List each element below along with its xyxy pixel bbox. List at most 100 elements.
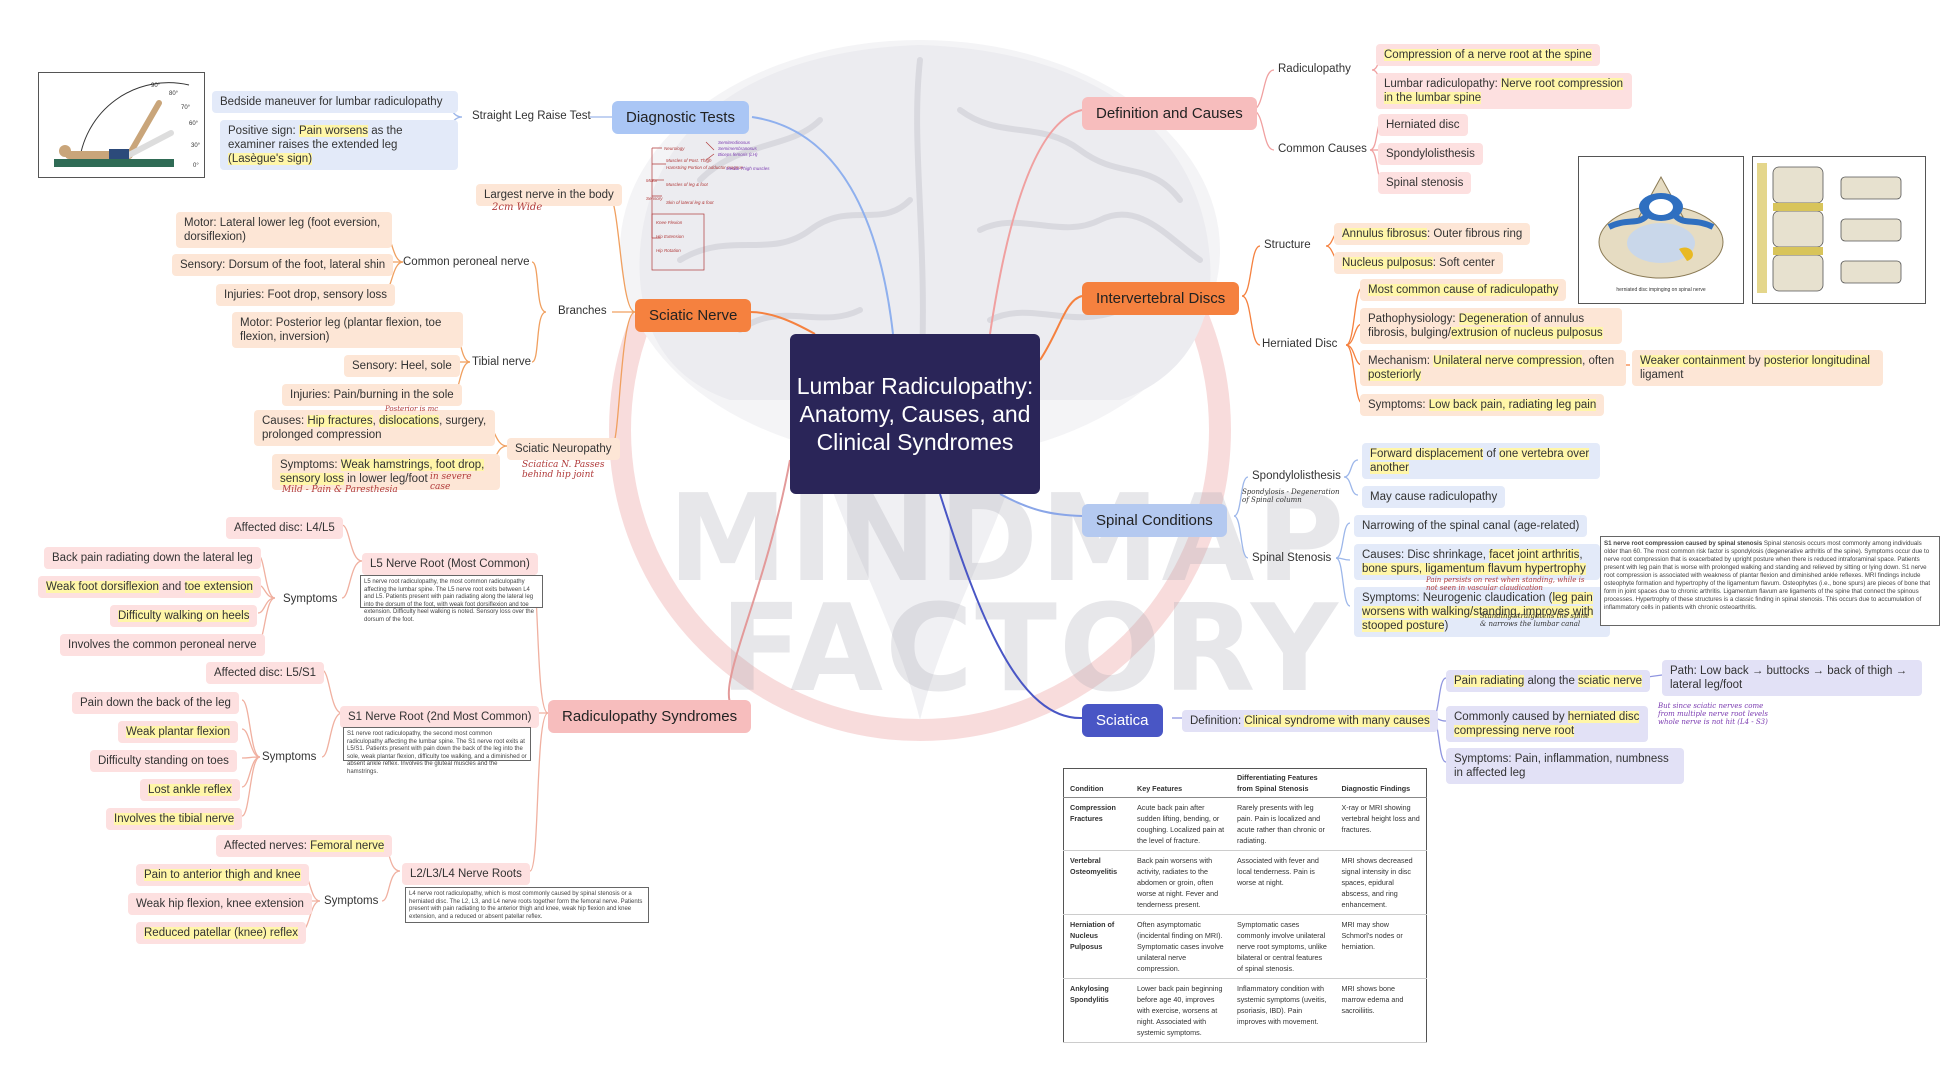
sciatica-point-3[interactable]: Symptoms: Pain, inflammation, numbness i…	[1446, 748, 1684, 784]
sciatica-point-2[interactable]: Commonly caused by herniated disc compre…	[1446, 706, 1648, 742]
table-row: Herniation of Nucleus Pulposus Often asy…	[1063, 914, 1427, 979]
angle-label-60: 60°	[189, 121, 199, 127]
herniated-point-4[interactable]: Symptoms: Low back pain, radiating leg p…	[1360, 394, 1605, 416]
spinal-stenosis-node[interactable]: Spinal Stenosis	[1252, 552, 1332, 564]
bedside-maneuver-node[interactable]: Bedside maneuver for lumbar radiculopath…	[212, 91, 458, 113]
l5-symptom-1[interactable]: Back pain radiating down the lateral leg	[44, 547, 261, 569]
positive-sign-node[interactable]: Positive sign: Pain worsens as the exami…	[220, 120, 458, 170]
s1-symptom-4[interactable]: Lost ankle reflex	[140, 779, 240, 801]
sketch-semimembranosus: Semimembranosus	[718, 146, 758, 151]
cause-herniated-disc[interactable]: Herniated disc	[1378, 114, 1468, 136]
branches-node[interactable]: Branches	[558, 305, 607, 317]
causes-note: Posterior is mc	[385, 405, 439, 413]
common-causes-node[interactable]: Common Causes	[1278, 143, 1367, 155]
neuropathy-symptoms-node[interactable]: Symptoms: Weak hamstrings, foot drop, se…	[272, 454, 500, 490]
herniated-point-2[interactable]: Pathophysiology: Degeneration of annulus…	[1360, 308, 1622, 344]
s1-disc-node[interactable]: Affected disc: L5/S1	[206, 662, 325, 684]
sciatic-nerve-node[interactable]: Sciatic Nerve	[635, 299, 752, 332]
s1-symptom-3[interactable]: Difficulty standing on toes	[90, 750, 237, 772]
nucleus-node[interactable]: Nucleus pulposus: Soft center	[1334, 252, 1503, 274]
cp-motor-node[interactable]: Motor: Lateral lower leg (foot eversion,…	[176, 212, 392, 248]
spondylolisthesis-node[interactable]: Spondylolisthesis	[1252, 470, 1341, 482]
structure-node[interactable]: Structure	[1264, 239, 1311, 251]
central-topic[interactable]: Lumbar Radiculopathy: Anatomy, Causes, a…	[790, 334, 1040, 494]
table-cell: Acute back pain after sudden lifting, be…	[1131, 797, 1231, 851]
largest-nerve-node[interactable]: Largest nerve in the body	[476, 184, 622, 206]
tib-sensory-node[interactable]: Sensory: Heel, sole	[344, 355, 460, 377]
table-header-condition: Condition	[1063, 768, 1131, 798]
radiculopathy-def-2[interactable]: Lumbar radiculopathy: Nerve root compres…	[1376, 73, 1632, 109]
differential-table: Condition Key Features Differentiating F…	[1063, 768, 1427, 1043]
radiculopathy-def-1[interactable]: Compression of a nerve root at the spine	[1376, 44, 1600, 66]
table-cell: Lower back pain beginning before age 40,…	[1131, 978, 1231, 1043]
table-cell: Ankylosing Spondylitis	[1063, 978, 1131, 1043]
l5-symptom-4[interactable]: Involves the common peroneal nerve	[60, 634, 265, 656]
weaker-containment-node[interactable]: Weaker containment by posterior longitud…	[1632, 350, 1883, 386]
l234-symptom-2[interactable]: Weak hip flexion, knee extension	[128, 893, 312, 915]
neuropathy-causes-node[interactable]: Causes: Hip fractures, dislocations, sur…	[254, 410, 495, 446]
sciatica-path-node[interactable]: Path: Low back → buttocks → back of thig…	[1662, 660, 1922, 696]
diagnostic-tests-node[interactable]: Diagnostic Tests	[612, 101, 749, 134]
l5-symptom-3[interactable]: Difficulty walking on heels	[110, 605, 258, 627]
straight-leg-raise-node[interactable]: Straight Leg Raise Test	[472, 110, 591, 122]
l234-notes-box: L4 nerve root radiculopathy, which is mo…	[405, 887, 649, 923]
sketch-biceps: Biceps femoris (LH)	[718, 152, 758, 157]
sketch-post-thigh: Muscles of Post. Thigh	[666, 158, 712, 163]
annulus-node[interactable]: Annulus fibrosus: Outer fibrous ring	[1334, 223, 1531, 245]
herniated-point-1[interactable]: Most common cause of radiculopathy	[1360, 279, 1567, 301]
table-cell: Herniation of Nucleus Pulposus	[1063, 914, 1131, 979]
s1-symptom-5[interactable]: Involves the tibial nerve	[106, 808, 243, 830]
cp-sensory-node[interactable]: Sensory: Dorsum of the foot, lateral shi…	[172, 254, 394, 276]
definition-causes-node[interactable]: Definition and Causes	[1082, 97, 1257, 130]
intervertebral-discs-node[interactable]: Intervertebral Discs	[1082, 282, 1240, 315]
s1-symptom-2[interactable]: Weak plantar flexion	[118, 721, 238, 743]
spondylosis-note: Spondylosis - Degeneration of Spinal col…	[1242, 488, 1340, 504]
stenosis-point-1[interactable]: Narrowing of the spinal canal (age-relat…	[1354, 515, 1588, 537]
tib-motor-node[interactable]: Motor: Posterior leg (plantar flexion, t…	[232, 312, 463, 348]
l234-symptom-1[interactable]: Pain to anterior thigh and knee	[136, 864, 309, 886]
l234-symptoms-node[interactable]: Symptoms	[324, 895, 379, 907]
radiculopathy-syndromes-node[interactable]: Radiculopathy Syndromes	[548, 700, 752, 733]
sketch-hip-rotation: Hip Rotation	[656, 248, 681, 253]
stenosis-point-3[interactable]: Symptoms: Neurogenic claudication (leg p…	[1354, 587, 1610, 637]
sciatica-node[interactable]: Sciatica	[1082, 704, 1163, 737]
spondylo-point-1[interactable]: Forward displacement of one vertebra ove…	[1362, 443, 1600, 479]
herniated-point-3[interactable]: Mechanism: Unilateral nerve compression,…	[1360, 350, 1626, 386]
stenosis-note-rest: Pain persists on rest when standing, whi…	[1426, 576, 1585, 592]
sciatica-point-1[interactable]: Pain radiating along the sciatic nerve	[1446, 670, 1650, 692]
common-peroneal-node[interactable]: Common peroneal nerve	[403, 256, 530, 268]
symptoms-note-severe: in severe case	[430, 472, 472, 492]
cause-spinal-stenosis[interactable]: Spinal stenosis	[1378, 172, 1472, 194]
tibial-nerve-node[interactable]: Tibial nerve	[472, 356, 532, 368]
table-cell: Vertebral Osteomyelitis	[1063, 850, 1131, 915]
l5-disc-node[interactable]: Affected disc: L4/L5	[226, 517, 343, 539]
herniated-disc-node[interactable]: Herniated Disc	[1262, 338, 1338, 350]
s1-symptoms-node[interactable]: Symptoms	[262, 751, 317, 763]
s1-root-node[interactable]: S1 Nerve Root (2nd Most Common)	[340, 706, 540, 728]
l5-root-node[interactable]: L5 Nerve Root (Most Common)	[362, 553, 538, 575]
spondylo-point-2[interactable]: May cause radiculopathy	[1362, 486, 1506, 508]
symptoms-note-mild: Mild - Pain & Paresthesia	[282, 485, 398, 495]
spinal-conditions-node[interactable]: Spinal Conditions	[1082, 504, 1227, 537]
sketch-hip-extension: Hip Extension	[656, 234, 684, 239]
s1-symptom-1[interactable]: Pain down the back of the leg	[72, 692, 239, 714]
sketch-leg-foot: Muscles of leg & foot	[666, 182, 709, 187]
stenosis-point-2[interactable]: Causes: Disc shrinkage, facet joint arth…	[1354, 544, 1600, 580]
s1-notes-box: S1 nerve root radiculopathy, the second …	[343, 727, 531, 775]
spine-segment-image	[1752, 156, 1926, 304]
sciatic-neuropathy-node[interactable]: Sciatic Neuropathy	[507, 438, 620, 460]
cp-injuries-node[interactable]: Injuries: Foot drop, sensory loss	[216, 284, 395, 306]
l234-symptom-3[interactable]: Reduced patellar (knee) reflex	[136, 922, 307, 944]
l234-roots-node[interactable]: L2/L3/L4 Nerve Roots	[402, 863, 530, 885]
table-cell: X-ray or MRI showing vertebral height lo…	[1335, 797, 1427, 851]
table-cell: Associated with fever and local tenderne…	[1230, 850, 1336, 915]
l5-symptom-2[interactable]: Weak foot dorsiflexion and toe extension	[38, 576, 261, 598]
tib-injuries-node[interactable]: Injuries: Pain/burning in the sole	[282, 384, 462, 406]
table-header-differentiating: Differentiating Features from Spinal Ste…	[1230, 768, 1336, 798]
l234-affected-node[interactable]: Affected nerves: Femoral nerve	[216, 835, 393, 857]
radiculopathy-node[interactable]: Radiculopathy	[1278, 63, 1351, 75]
sketch-neurology: Neurology	[664, 146, 685, 151]
sciatica-definition-node[interactable]: Definition: Clinical syndrome with many …	[1182, 710, 1438, 732]
cause-spondylolisthesis[interactable]: Spondylolisthesis	[1378, 143, 1483, 165]
l5-symptoms-node[interactable]: Symptoms	[283, 593, 338, 605]
